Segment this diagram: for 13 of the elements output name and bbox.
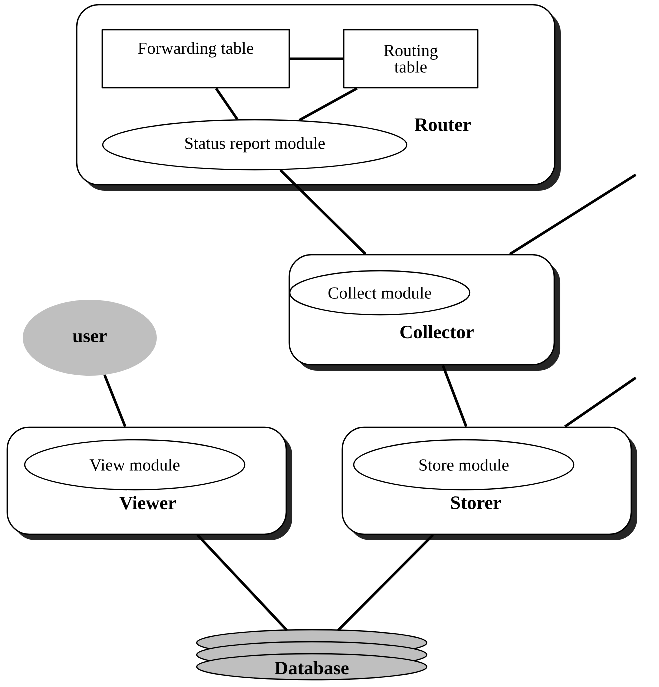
table-box: Routing table	[343, 29, 479, 89]
connector-line	[337, 534, 434, 632]
database-stack: Database	[196, 629, 428, 681]
connector-line	[298, 88, 358, 122]
connector-line	[442, 365, 468, 428]
connector-line	[215, 88, 239, 120]
table-box: Forwarding table	[102, 29, 290, 89]
connector-line	[564, 376, 637, 428]
node-label: Database	[275, 661, 349, 675]
connector-line	[509, 174, 637, 256]
connector-line	[290, 58, 344, 60]
connector-line	[196, 534, 288, 632]
connector-line	[104, 374, 127, 428]
